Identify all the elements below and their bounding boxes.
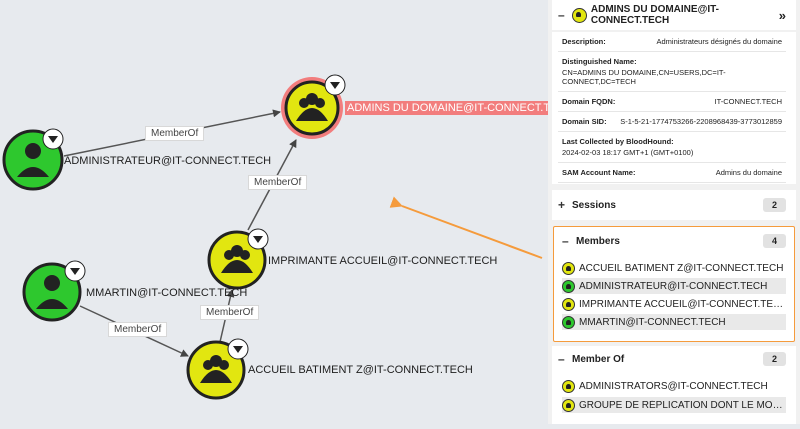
graph-canvas[interactable]: ADMINS DU DOMAINE@IT-CONNECT.TECH ADMINI… [0,0,576,424]
member-of-header[interactable]: – Member Of 2 [552,348,796,370]
property-row: Distinguished Name:CN=ADMINS DU DOMAINE,… [558,52,786,92]
orange-pointer-arrow [389,196,543,259]
properties-section [552,32,796,184]
properties-list: Description:Administrateurs désignés du … [558,32,786,183]
members-header[interactable]: – Members 4 [556,230,792,252]
member-of-count-badge: 2 [762,352,786,366]
group-icon [562,379,575,393]
node-admins-du-domaine[interactable] [281,74,346,139]
collapse-panel-icon[interactable]: » [778,7,786,23]
member-of-item[interactable]: GROUPE DE RÉPLICATION DONT LE MOT DE ... [562,397,786,413]
sessions-count-badge: 2 [762,198,786,212]
member-of-title: Member Of [572,353,625,365]
node-label-imprimante-accueil[interactable]: IMPRIMANTE ACCUEIL@IT-CONNECT.TECH [268,255,498,267]
group-icon [562,261,575,275]
member-of-item[interactable]: ADMINISTRATORS@IT-CONNECT.TECH [562,378,786,394]
node-label-administrateur[interactable]: ADMINISTRATEUR@IT-CONNECT.TECH [64,155,272,167]
panel-header: – ADMINS DU DOMAINE@IT-CONNECT.TECH » [552,0,796,30]
collapse-toggle[interactable]: – [562,234,569,248]
edge-label-memberof: MemberOf [108,322,168,337]
members-title: Members [576,235,620,247]
group-icon [571,7,587,23]
panel-title: ADMINS DU DOMAINE@IT-CONNECT.TECH [590,4,719,26]
member-item[interactable]: IMPRIMANTE ACCUEIL@IT-CONNECT.TECH [562,296,786,312]
member-item[interactable]: ADMINISTRATEUR@IT-CONNECT.TECH [562,278,786,294]
edge-label-memberof: MemberOf [248,175,308,190]
node-label-admins-du-domaine[interactable]: ADMINS DU DOMAINE@IT-CONNECT.TECH [345,101,576,115]
node-imprimante-accueil[interactable] [207,228,269,290]
group-icon [562,398,575,412]
members-count-badge: 4 [762,234,786,248]
property-row: Description:Administrateurs désignés du … [558,32,786,52]
user-icon [562,279,575,293]
node-accueil-batiment-z[interactable] [186,338,249,400]
group-icon [562,297,575,311]
node-label-accueil-batiment-z[interactable]: ACCUEIL BATIMENT Z@IT-CONNECT.TECH [248,364,473,376]
property-row: Domain FQDN:IT-CONNECT.TECH [558,92,786,112]
node-label-mmartin[interactable]: MMARTIN@IT-CONNECT.TECH [86,287,248,299]
member-item[interactable]: MMARTIN@IT-CONNECT.TECH [562,314,786,330]
expand-toggle[interactable]: + [558,198,566,212]
node-mmartin[interactable] [22,260,86,322]
node-administrateur[interactable] [2,128,64,191]
collapse-toggle[interactable]: – [558,8,565,22]
property-row: SAM Account Name:Admins du domaine [558,163,786,183]
member-item[interactable]: ACCUEIL BATIMENT Z@IT-CONNECT.TECH [562,260,786,276]
node-info-panel: – ADMINS DU DOMAINE@IT-CONNECT.TECH » De… [548,0,800,424]
property-row: Last Collected by BloodHound:2024-02-03 … [558,132,786,163]
property-row: Domain SID:S-1-5-21-1774753266-220896843… [558,112,786,132]
sessions-section[interactable]: + Sessions 2 [552,190,796,220]
user-icon [562,315,575,329]
edge-label-memberof: MemberOf [145,126,205,141]
graph-edges [2,74,543,400]
sessions-title: Sessions [572,199,616,211]
edge-label-memberof: MemberOf [200,305,260,320]
collapse-toggle[interactable]: – [558,352,565,366]
